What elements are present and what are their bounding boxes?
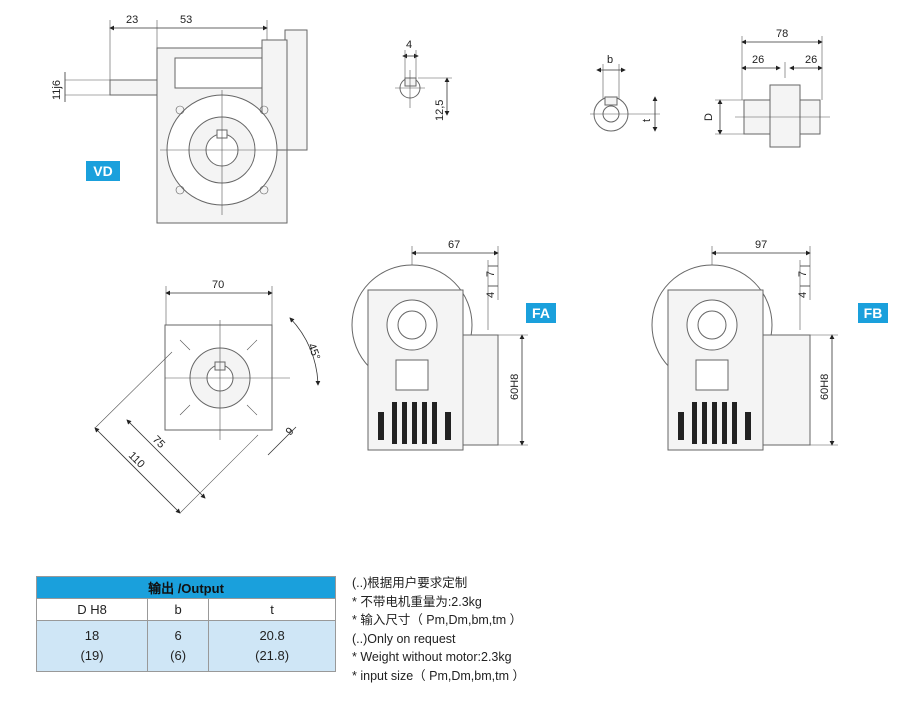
dim-D: D xyxy=(703,113,715,121)
bt-view: b t xyxy=(590,54,660,132)
table-cell-dh8: 18(19) xyxy=(36,620,148,672)
badge-fb: FB xyxy=(858,303,888,323)
table-title: 输出 /Output xyxy=(36,576,336,599)
dim-97: 97 xyxy=(755,239,767,251)
dim-70: 70 xyxy=(212,279,224,291)
vd-view: 23 53 11j6 xyxy=(51,14,308,224)
note-line: * Weight without motor:2.3kg xyxy=(352,650,512,664)
dim-53: 53 xyxy=(180,14,192,26)
flange-view: 70 45° 75 110 9 xyxy=(94,279,322,514)
col-header-t: t xyxy=(208,598,336,621)
dim-45-deg: 45° xyxy=(305,342,322,362)
dim-60h8-fa: 60H8 xyxy=(509,374,521,400)
note-line: (..)Only on request xyxy=(352,631,456,646)
output-table: 输出 /Output D H8 b t 18(19) 6(6) 20.8(21.… xyxy=(36,576,336,672)
fb-view: 97 7 4 60H8 xyxy=(651,239,838,451)
note-line: * input size（ Pm,Dm,bm,tm ） xyxy=(352,668,525,683)
note-line: (..)根据用户要求定制 xyxy=(352,576,468,590)
table-cell-t: 20.8(21.8) xyxy=(208,620,336,672)
badge-fa: FA xyxy=(526,303,556,323)
table-cell-b: 6(6) xyxy=(146,620,210,672)
dim-11j6: 11j6 xyxy=(51,80,63,100)
dim-4-fa: 4 xyxy=(485,292,497,298)
dim-4-fb: 4 xyxy=(797,292,809,298)
dim-78: 78 xyxy=(776,28,788,40)
dim-7-fa: 7 xyxy=(485,271,497,277)
col-header-dh8: D H8 xyxy=(36,598,148,621)
dim-110: 110 xyxy=(126,450,147,471)
dim-60h8-fb: 60H8 xyxy=(819,374,831,400)
dim-7-fb: 7 xyxy=(797,271,809,277)
dim-75: 75 xyxy=(150,434,167,451)
dim-12-5: 12,5 xyxy=(434,100,446,121)
dim-23: 23 xyxy=(126,14,138,26)
dim-67: 67 xyxy=(448,239,460,251)
dim-4-key: 4 xyxy=(406,39,412,51)
fa-view: 67 7 4 60H8 xyxy=(351,239,528,451)
dim-9: 9 xyxy=(284,425,297,438)
dim-26-right: 26 xyxy=(805,54,817,66)
technical-drawing: 23 53 11j6 4 12,5 xyxy=(51,14,838,514)
badge-vd: VD xyxy=(86,161,120,181)
dim-b: b xyxy=(607,54,613,66)
notes-block: (..)根据用户要求定制 * 不带电机重量为:2.3kg * 输入尺寸（ Pm,… xyxy=(352,574,525,685)
hollow-shaft-view: 78 26 26 D xyxy=(703,28,830,148)
dim-t: t xyxy=(641,119,653,122)
keyway-view: 4 12,5 xyxy=(395,39,452,121)
note-line: * 不带电机重量为:2.3kg xyxy=(352,594,482,609)
note-line: * 输入尺寸（ Pm,Dm,bm,tm ） xyxy=(352,613,523,627)
dim-26-left: 26 xyxy=(752,54,764,66)
col-header-b: b xyxy=(146,598,210,621)
